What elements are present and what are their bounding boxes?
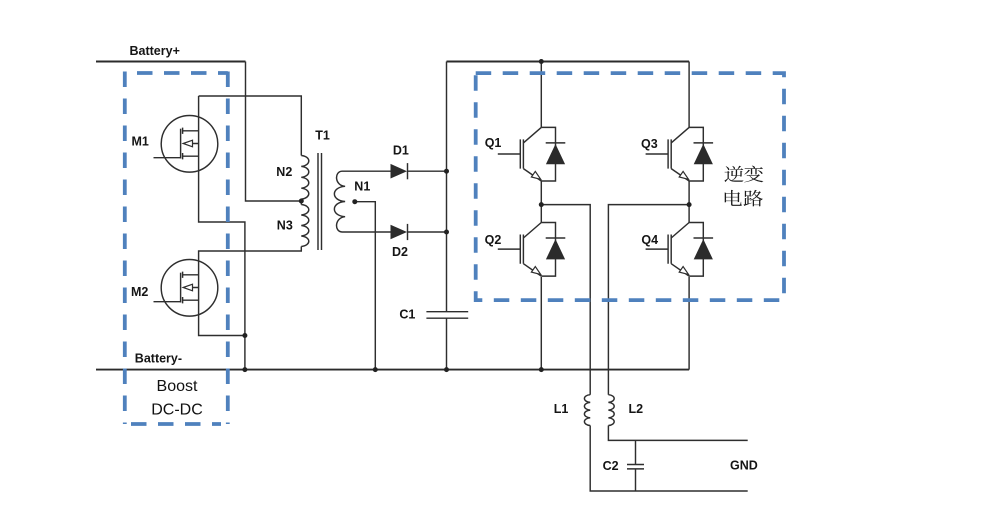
svg-text:DC-DC: DC-DC <box>151 401 203 418</box>
svg-text:Q2: Q2 <box>485 233 502 247</box>
svg-text:N3: N3 <box>277 219 293 233</box>
svg-text:L2: L2 <box>629 402 644 416</box>
svg-text:Q4: Q4 <box>641 233 658 247</box>
svg-text:M1: M1 <box>132 134 149 148</box>
svg-text:Battery+: Battery+ <box>130 44 180 58</box>
svg-text:L1: L1 <box>554 402 569 416</box>
svg-text:Battery-: Battery- <box>135 352 182 366</box>
svg-text:Boost: Boost <box>157 378 198 395</box>
svg-text:Q1: Q1 <box>485 136 502 150</box>
svg-text:C2: C2 <box>603 459 619 473</box>
svg-text:Q3: Q3 <box>641 137 658 151</box>
svg-text:D2: D2 <box>392 245 408 259</box>
svg-text:GND: GND <box>730 459 758 473</box>
svg-text:T1: T1 <box>315 129 330 143</box>
svg-text:M2: M2 <box>131 285 148 299</box>
svg-text:C1: C1 <box>399 308 415 322</box>
svg-text:N1: N1 <box>354 179 370 193</box>
svg-text:D1: D1 <box>393 144 409 158</box>
svg-text:N2: N2 <box>276 165 292 179</box>
